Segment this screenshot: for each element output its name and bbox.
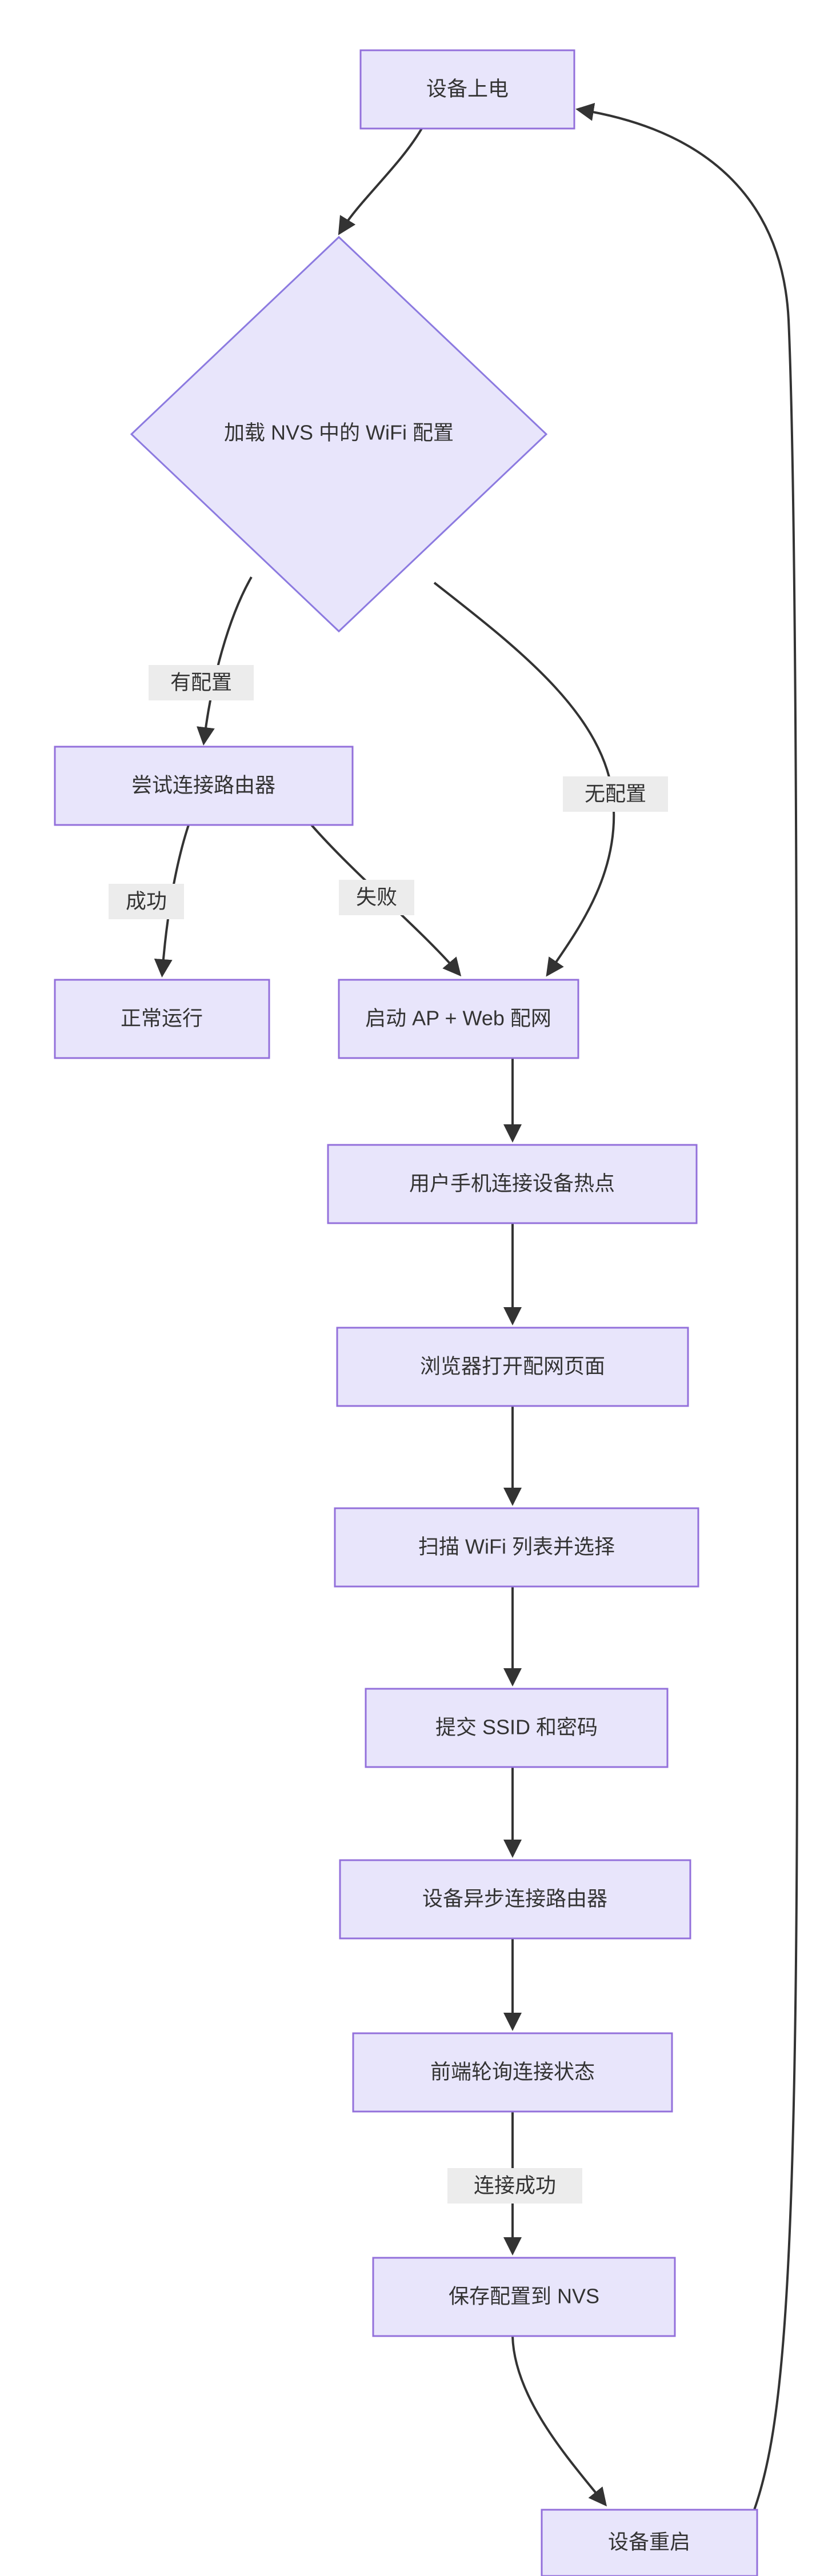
node-load-nvs-shape[interactable] [130,235,548,633]
edge-label-no-config-text: 无配置 [585,782,646,806]
node-start-ap-web-shape[interactable] [338,979,579,1059]
node-normal-run[interactable]: 正常运行 [54,979,270,1059]
node-phone-connect-label: 用户手机连接设备热点 [409,1172,615,1195]
node-save-nvs-shape[interactable] [372,2257,676,2337]
edge-label-success-bg [109,884,184,919]
node-open-page-shape[interactable] [336,1327,689,1407]
nodes-layer: 设备上电 加载 NVS 中的 WiFi 配置 尝试连接路由器 正常运行 启动 A… [54,49,758,2576]
edge-label-connect-success-text: 连接成功 [474,2174,556,2197]
node-save-nvs-label: 保存配置到 NVS [449,2285,599,2308]
node-normal-run-shape[interactable] [54,979,270,1059]
node-reboot-shape[interactable] [541,2509,758,2576]
node-power-on-shape[interactable] [359,49,575,130]
node-load-nvs[interactable]: 加载 NVS 中的 WiFi 配置 [130,235,548,633]
node-submit-ssid[interactable]: 提交 SSID 和密码 [365,1688,669,1768]
node-async-connect-label: 设备异步连接路由器 [422,1887,607,1910]
node-reboot-label: 设备重启 [608,2530,690,2554]
node-save-nvs[interactable]: 保存配置到 NVS [372,2257,676,2337]
edge-label-no-config: 无配置 [563,776,668,812]
node-try-connect-shape[interactable] [54,746,354,826]
node-open-page[interactable]: 浏览器打开配网页面 [336,1327,689,1407]
node-scan-wifi-shape[interactable] [334,1507,699,1588]
edge-label-connect-success: 连接成功 [447,2168,582,2204]
node-try-connect[interactable]: 尝试连接路由器 [54,746,354,826]
edge-load-nvs-to-try-connect [197,576,253,746]
edge-label-failure-bg [339,880,414,915]
node-power-on[interactable]: 设备上电 [359,49,575,130]
edge-reboot-to-power-on [575,103,798,2510]
edge-labels-layer: 有配置 无配置 成功 失败 连接成功 [109,665,668,2204]
node-async-connect-shape[interactable] [339,1859,691,1940]
node-try-connect-label: 尝试连接路由器 [131,774,275,797]
node-async-connect[interactable]: 设备异步连接路由器 [339,1859,691,1940]
edge-label-has-config-text: 有配置 [170,671,232,694]
edge-label-success: 成功 [109,884,184,919]
edge-power-on-to-load-nvs [338,127,423,235]
edge-label-connect-success-bg [447,2168,582,2204]
node-phone-connect-shape[interactable] [327,1144,698,1224]
node-poll-status-shape[interactable] [352,2032,673,2113]
node-scan-wifi-label: 扫描 WiFi 列表并选择 [418,1535,615,1559]
edge-label-no-config-bg [563,776,668,812]
node-submit-ssid-shape[interactable] [365,1688,669,1768]
node-submit-ssid-label: 提交 SSID 和密码 [435,1716,598,1739]
node-reboot[interactable]: 设备重启 [541,2509,758,2576]
node-load-nvs-label: 加载 NVS 中的 WiFi 配置 [224,421,454,444]
edge-label-failure-text: 失败 [356,886,397,909]
edge-save-nvs-to-reboot [511,2335,607,2507]
node-phone-connect[interactable]: 用户手机连接设备热点 [327,1144,698,1224]
node-start-ap-web-label: 启动 AP + Web 配网 [365,1007,551,1030]
node-poll-status-label: 前端轮询连接状态 [430,2060,595,2084]
edge-label-failure: 失败 [339,880,414,915]
node-start-ap-web[interactable]: 启动 AP + Web 配网 [338,979,579,1059]
node-power-on-label: 设备上电 [426,77,509,101]
node-normal-run-label: 正常运行 [121,1007,203,1030]
edge-label-has-config-bg [149,665,254,700]
edge-label-has-config: 有配置 [149,665,254,700]
edge-label-success-text: 成功 [126,890,167,913]
node-scan-wifi[interactable]: 扫描 WiFi 列表并选择 [334,1507,699,1588]
node-open-page-label: 浏览器打开配网页面 [420,1355,605,1378]
node-poll-status[interactable]: 前端轮询连接状态 [352,2032,673,2113]
